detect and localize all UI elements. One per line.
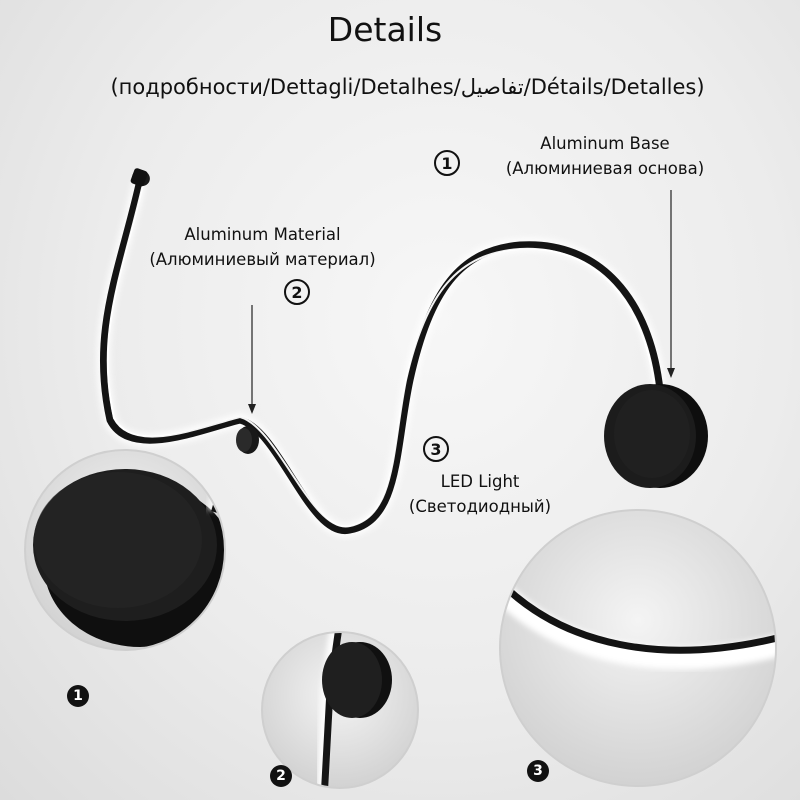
callout-number-led: 3 bbox=[423, 436, 449, 462]
callout-material-name: Aluminum Material bbox=[184, 225, 341, 244]
callout-base-translation: (Алюминиевая основа) bbox=[505, 159, 705, 178]
page-subtitle: (подробности/Dettagli/Detalhes/تفاصيل/Dé… bbox=[110, 75, 705, 99]
zoom-circle-base bbox=[24, 449, 226, 651]
detail-badge-2: 2 bbox=[270, 765, 292, 787]
callout-number-material: 2 bbox=[284, 279, 310, 305]
zoom-circle-joint bbox=[261, 631, 419, 789]
callout-led-label: LED Light (Светодиодный) bbox=[390, 469, 570, 519]
callout-led-translation: (Светодиодный) bbox=[408, 497, 552, 516]
page-title: Details bbox=[327, 10, 443, 49]
detail-badge-3: 3 bbox=[527, 760, 549, 782]
callout-material-label: Aluminum Material (Алюминиевый материал) bbox=[125, 222, 400, 272]
callout-led-name: LED Light bbox=[440, 472, 520, 491]
callout-base-name: Aluminum Base bbox=[540, 134, 670, 153]
detail-badge-1: 1 bbox=[67, 685, 89, 707]
callout-material-translation: (Алюминиевый материал) bbox=[149, 250, 376, 269]
callout-base-label: Aluminum Base (Алюминиевая основа) bbox=[470, 131, 740, 181]
callout-number-base: 1 bbox=[434, 150, 460, 176]
zoom-circle-led bbox=[499, 509, 777, 787]
